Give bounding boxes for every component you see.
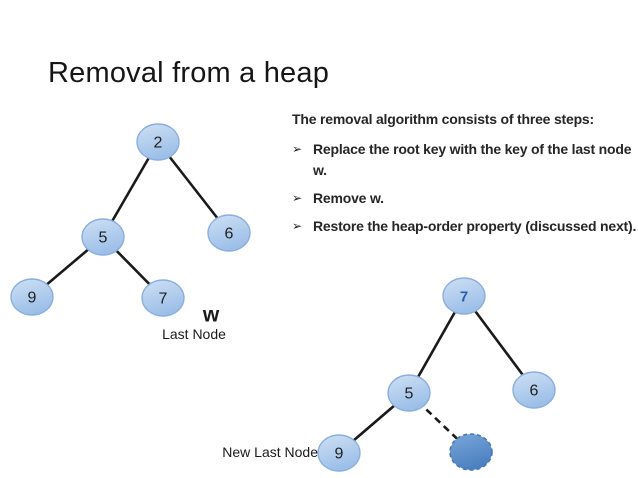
- last-node-label: Last Node: [162, 326, 226, 342]
- w-label: w: [202, 303, 220, 327]
- arrow-bullet-icon: ➢: [292, 142, 302, 156]
- step-item: ➢ Remove w.: [292, 188, 638, 209]
- heap-after-removal-node-label-9: 9: [335, 446, 344, 463]
- heap-after-removal-node-7: [442, 277, 486, 315]
- heap-after-removal-node-label-6: 6: [530, 383, 539, 400]
- heap-before-removal-node-7: [141, 279, 185, 317]
- heap-before-removal-node-label-5: 5: [99, 230, 108, 247]
- heap-after-removal-node-label-5: 5: [405, 386, 414, 403]
- arrow-bullet-icon: ➢: [292, 191, 302, 205]
- heap-before-removal-node-label-2: 2: [154, 135, 163, 152]
- step-item: ➢ Replace the root key with the key of th…: [292, 139, 638, 181]
- heap-after-removal: 7 5 6 9: [317, 277, 556, 472]
- heap-before-removal-node-label-7: 7: [159, 291, 168, 308]
- step-text: Remove w.: [313, 190, 384, 206]
- step-text: Restore the heap-order property (discuss…: [313, 218, 637, 234]
- heap-before-removal-node-5: [81, 218, 125, 256]
- heap-before-removal-node-9: [10, 278, 54, 316]
- new-last-node-label: New Last Node: [222, 444, 318, 460]
- steps-list: ➢ Replace the root key with the key of th…: [292, 139, 638, 237]
- step-text: Replace the root key with the key of the…: [313, 141, 632, 178]
- slide-title: Removal from a heap: [48, 57, 330, 89]
- heap-before-removal-node-6: [207, 214, 251, 252]
- heap-after-removal-node-6: [512, 371, 556, 409]
- heap-before-removal-node-label-6: 6: [225, 226, 234, 243]
- heap-after-removal-node-removed-ghost: [449, 433, 493, 471]
- arrow-bullet-icon: ➢: [292, 219, 302, 233]
- heap-before-removal: 2 5 6 9 7: [10, 123, 251, 317]
- heap-after-removal-node-label-7: 7: [460, 289, 468, 306]
- steps-panel: The removal algorithm consists of three …: [292, 109, 638, 244]
- steps-heading: The removal algorithm consists of three …: [292, 111, 594, 127]
- heap-before-removal-node-2: [136, 123, 180, 161]
- heap-before-removal-node-label-9: 9: [28, 290, 37, 307]
- step-item: ➢ Restore the heap-order property (discus…: [292, 216, 638, 237]
- heap-after-removal-node-9: [317, 434, 361, 472]
- heap-after-removal-node-5: [387, 374, 431, 412]
